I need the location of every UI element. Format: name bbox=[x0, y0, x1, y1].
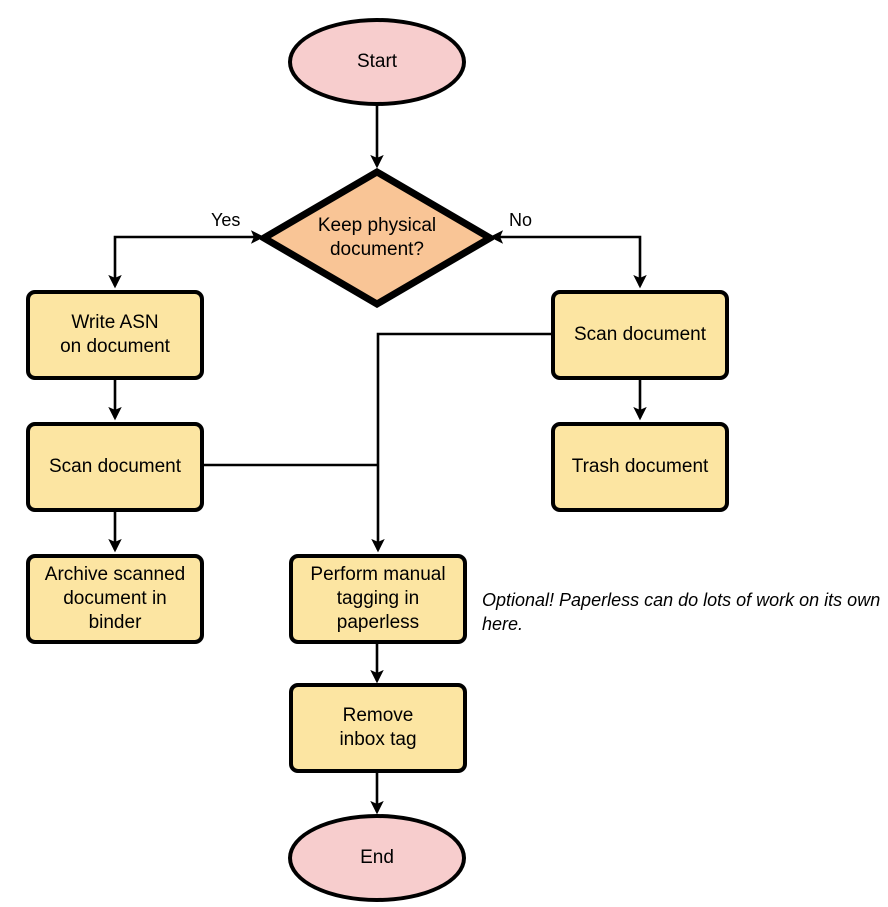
node-write-asn-on-document[interactable]: Write ASN on document bbox=[26, 290, 204, 380]
node-scan-document-left[interactable]: Scan document bbox=[26, 422, 204, 512]
node-start-label: Start bbox=[356, 51, 398, 72]
node-decision-label: Keep physical document? bbox=[317, 215, 437, 260]
edge-decision-to-write-asn bbox=[108, 230, 265, 289]
node-end-label: End bbox=[360, 847, 394, 868]
node-write-asn-label: Write ASN on document bbox=[60, 312, 170, 357]
node-scan-document-left-label: Scan document bbox=[48, 456, 182, 477]
node-remove-inbox-label: Remove inbox tag bbox=[339, 705, 417, 750]
annotation-optional-paperless: Optional! Paperless can do lots of work … bbox=[482, 590, 881, 634]
node-start[interactable]: Start bbox=[288, 18, 466, 106]
node-archive-scanned-document[interactable]: Archive scanned document in binder bbox=[26, 554, 204, 644]
node-trash-document-label: Trash document bbox=[571, 456, 709, 477]
node-end[interactable]: End bbox=[288, 814, 466, 902]
node-scan-document-right-label: Scan document bbox=[573, 324, 707, 345]
node-decision-keep-physical-document[interactable]: Keep physical document? bbox=[260, 168, 494, 308]
edge-decision-to-scan-right bbox=[489, 230, 647, 289]
node-scan-document-right[interactable]: Scan document bbox=[551, 290, 729, 380]
edge-label-yes: Yes bbox=[211, 210, 241, 230]
diamond-shape bbox=[260, 168, 494, 308]
node-trash-document[interactable]: Trash document bbox=[551, 422, 729, 512]
node-archive-label: Archive scanned document in binder bbox=[44, 564, 186, 633]
edge-label-no: No bbox=[509, 210, 533, 230]
node-perform-manual-tagging[interactable]: Perform manual tagging in paperless bbox=[289, 554, 467, 644]
node-remove-inbox-tag[interactable]: Remove inbox tag bbox=[289, 683, 467, 773]
node-tagging-label: Perform manual tagging in paperless bbox=[310, 564, 446, 633]
edge-scan-right-to-tagging bbox=[371, 332, 552, 553]
